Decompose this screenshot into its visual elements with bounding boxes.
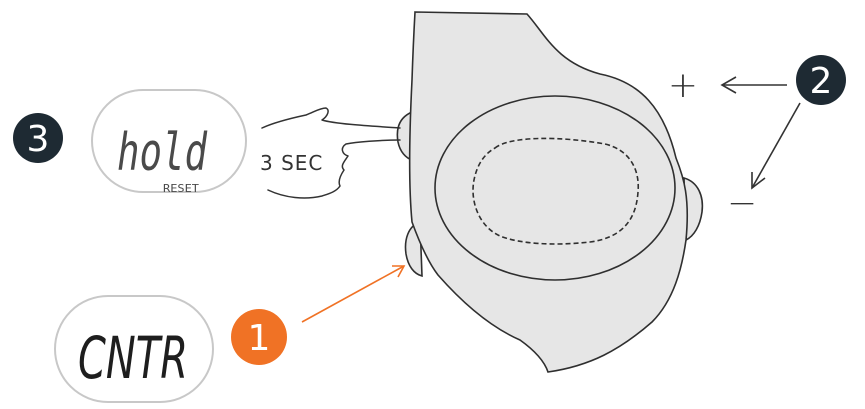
arrow-to-watch-button [301,265,406,323]
step-3-duration-label: 3 SEC [260,151,323,175]
step-1-display-text: CNTR [78,324,188,392]
watch-screen [472,137,640,245]
plus-label: + [668,65,698,106]
step-1-display [54,295,214,403]
pointing-hand-icon [261,107,401,199]
step-1-group: CNTR 1 [54,265,406,403]
step-3-group: 3 hold RESET 3 SEC [13,89,401,199]
arrow-to-plus [720,76,787,94]
step-3-display-text: hold [117,123,207,183]
step-3-badge [13,113,63,163]
step-1-number: 1 [248,318,271,359]
minus-label: − [727,183,757,224]
step-3-display-subtext: RESET [163,182,199,195]
step-2-number: 2 [810,61,833,102]
watch-left-top-button [396,110,413,162]
watch-device [396,11,704,373]
step-2-group: 2 + − [668,55,846,224]
arrow-to-minus [751,102,801,190]
step-3-number: 3 [27,119,50,160]
step-1-badge [231,309,287,365]
step-2-badge [796,55,846,105]
watch-right-button [683,176,704,242]
step-3-display [91,89,247,193]
